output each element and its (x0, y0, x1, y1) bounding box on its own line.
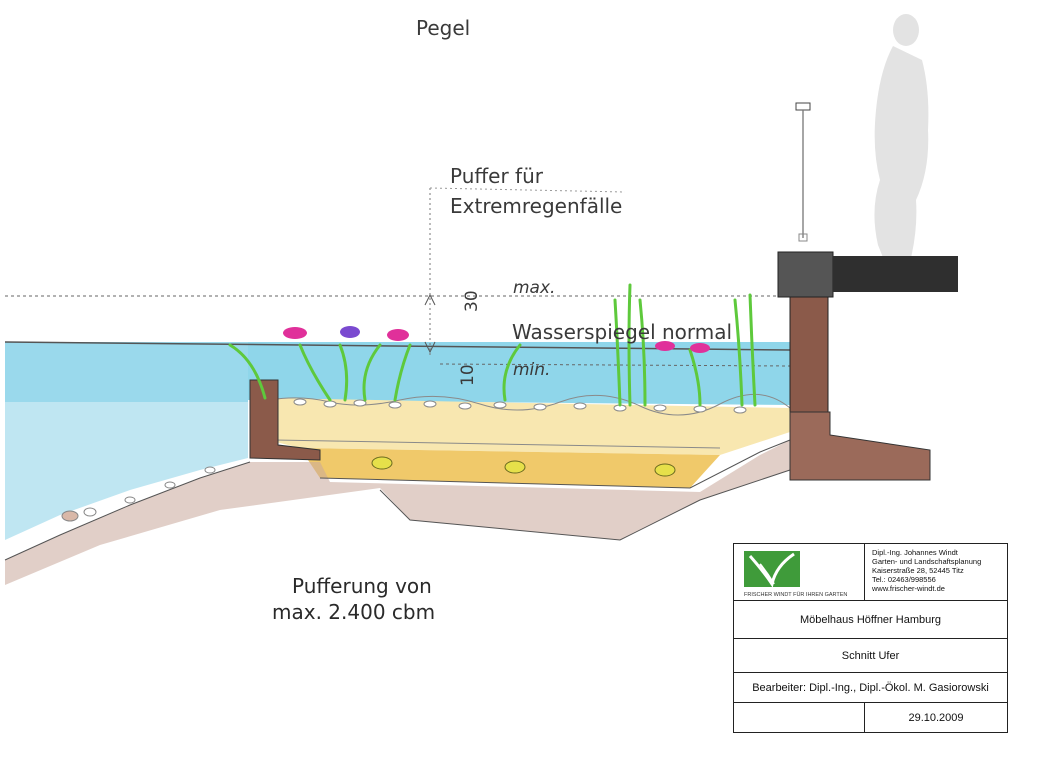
dimension-10: 10 (458, 364, 478, 386)
gauge-post (795, 102, 811, 242)
terrace-deck (833, 256, 958, 292)
company-address: Dipl.-Ing. Johannes Windt Garten- und La… (872, 548, 981, 593)
water-flowers (283, 326, 710, 353)
terrace-cap (777, 251, 834, 298)
project-name: Möbelhaus Höffner Hamburg (734, 600, 1007, 638)
pond-water-surface (5, 342, 790, 405)
logo-text: FRISCHER WINDT FÜR IHREN GARTEN (744, 591, 847, 598)
address-line: Dipl.-Ing. Johannes Windt (872, 548, 958, 557)
buffer-label-line2: Extremregenfälle (450, 194, 623, 218)
left-wall (249, 379, 321, 461)
address-line: Kaiserstraße 28, 52445 Titz (872, 566, 964, 575)
right-wall (789, 296, 829, 413)
pebbles (293, 398, 747, 414)
min-level-line (439, 363, 791, 367)
gravel-layer (268, 398, 790, 455)
address-line: www.frischer-windt.de (872, 584, 945, 593)
drawing-name: Schnitt Ufer (734, 638, 1007, 672)
drainage-pipes (371, 456, 676, 477)
buffer-label-line1: Puffer für (450, 164, 543, 188)
person-silhouette (874, 14, 929, 262)
leaf-logo-icon: FRISCHER WINDT FÜR IHREN GARTEN (744, 551, 847, 598)
capacity-line1: Pufferung von (292, 574, 432, 598)
soil-bank (5, 440, 790, 585)
drawing-title: Pegel (416, 16, 471, 40)
date-row: 29.10.2009 (734, 702, 1007, 733)
date-row-blank-cell (734, 703, 865, 733)
water-plants (228, 283, 757, 407)
normal-level-label: Wasserspiegel normal (512, 320, 733, 344)
drawing-date: 29.10.2009 (908, 712, 964, 724)
capacity-line2: max. 2.400 cbm (272, 600, 436, 624)
company-logo: FRISCHER WINDT FÜR IHREN GARTEN (734, 544, 865, 600)
editor-name: Bearbeiter: Dipl.-Ing., Dipl.-Ökol. M. G… (734, 672, 1007, 702)
title-block: FRISCHER WINDT FÜR IHREN GARTEN Dipl.-In… (733, 543, 1008, 733)
right-foundation (789, 411, 931, 481)
min-level-label: min. (513, 360, 551, 380)
dimension-30: 30 (462, 290, 482, 312)
address-line: Tel.: 02463/998556 (872, 575, 936, 584)
address-line: Garten- und Landschaftsplanung (872, 557, 982, 566)
max-level-label: max. (513, 278, 556, 298)
